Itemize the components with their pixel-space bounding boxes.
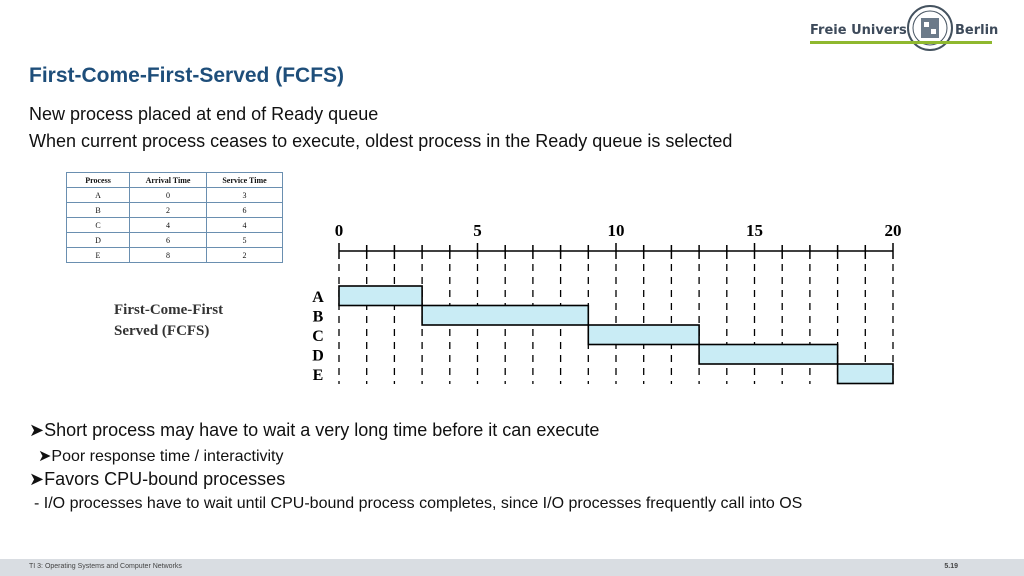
arrow-bullet-icon: ➤ (29, 420, 45, 440)
time-tick-label: 0 (335, 221, 344, 240)
university-logo: Freie Universität Berlin (808, 4, 998, 54)
gantt-bar-a (338, 285, 423, 307)
process-label: B (313, 309, 324, 326)
time-tick-label: 5 (473, 221, 482, 240)
table-cell: 6 (206, 202, 283, 218)
table-row: E 8 2 (66, 247, 283, 263)
bullet-text: Poor response time / interactivity (51, 448, 284, 465)
time-tick-label: 10 (608, 221, 625, 240)
arrow-bullet-icon: ➤ (29, 469, 45, 489)
header-service: Service Time (206, 172, 283, 188)
gantt-bar-d (698, 343, 839, 365)
chart-caption: First-Come-First Served (FCFS) (114, 300, 223, 342)
sub-bullet-item: ➤Poor response time / interactivity (38, 446, 284, 466)
table-row: A 0 3 (66, 187, 283, 203)
gantt-bar-e (836, 363, 894, 385)
table-cell: 2 (206, 247, 283, 263)
bullet-item: ➤Short process may have to wait a very l… (29, 420, 599, 441)
bullet-text: I/O processes have to wait until CPU-bou… (43, 495, 803, 512)
arrow-bullet-icon: ➤ (38, 448, 52, 465)
table-header-row: Process Arrival Time Service Time (66, 172, 283, 188)
process-label: E (313, 367, 324, 384)
table-cell: 4 (129, 217, 207, 233)
caption-line-2: Served (FCFS) (114, 323, 210, 339)
table-row: B 2 6 (66, 202, 283, 218)
header-process: Process (66, 172, 130, 188)
seal-icon (907, 5, 953, 51)
header-arrival: Arrival Time (129, 172, 207, 188)
table-cell: E (66, 247, 130, 263)
table-row: D 6 5 (66, 232, 283, 248)
slide-title: First-Come-First-Served (FCFS) (29, 64, 345, 87)
time-tick-label: 15 (746, 221, 763, 240)
sub-bullet-item: - I/O processes have to wait until CPU-b… (34, 495, 802, 513)
process-label: C (312, 328, 324, 345)
time-tick-label: 20 (885, 221, 902, 240)
bullet-item: ➤Favors CPU-bound processes (29, 469, 285, 490)
logo-underline (810, 41, 992, 44)
table-cell: 0 (129, 187, 207, 203)
table-cell: 3 (206, 187, 283, 203)
footer-bar: TI 3: Operating Systems and Computer Net… (0, 559, 1024, 576)
gantt-bar-c (587, 324, 700, 346)
bullet-text: Favors CPU-bound processes (44, 469, 286, 489)
intro-line-1: New process placed at end of Ready queue (29, 104, 379, 124)
logo-text-left: Freie Universität (810, 23, 933, 38)
dash-bullet-icon: - (34, 495, 44, 512)
table-cell: 4 (206, 217, 283, 233)
footer-page-number: 5.19 (944, 563, 958, 570)
footer-course: TI 3: Operating Systems and Computer Net… (29, 563, 182, 570)
bullet-text: Short process may have to wait a very lo… (44, 420, 600, 440)
table-cell: 6 (129, 232, 207, 248)
table-cell: B (66, 202, 130, 218)
intro-line-2: When current process ceases to execute, … (29, 131, 733, 151)
gantt-bar-b (421, 304, 590, 326)
process-label: A (312, 289, 324, 306)
process-table: Process Arrival Time Service Time A 0 3 … (66, 172, 283, 263)
logo-text-right: Berlin (955, 23, 999, 38)
table-row: C 4 4 (66, 217, 283, 233)
table-cell: 2 (129, 202, 207, 218)
table-cell: C (66, 217, 130, 233)
table-cell: 8 (129, 247, 207, 263)
table-cell: A (66, 187, 130, 203)
process-label: D (312, 348, 324, 365)
table-cell: 5 (206, 232, 283, 248)
table-cell: D (66, 232, 130, 248)
caption-line-1: First-Come-First (114, 302, 224, 318)
